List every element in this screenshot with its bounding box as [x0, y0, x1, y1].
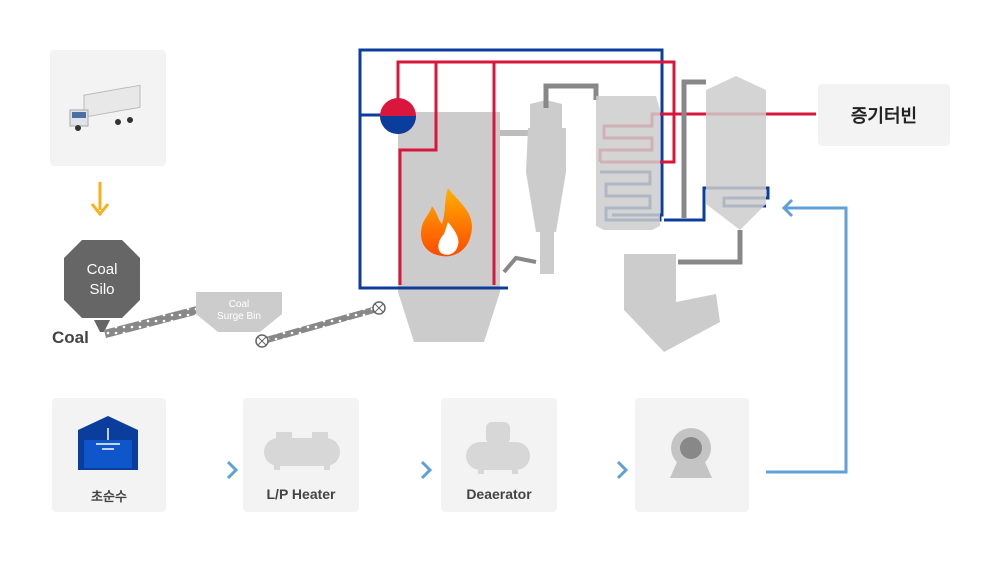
flow-arrow-3 — [566, 460, 629, 480]
cyclone — [500, 83, 599, 274]
valve-icon — [255, 301, 386, 348]
flame-icon — [420, 188, 472, 257]
coal-silo-label-2: Silo — [89, 281, 114, 298]
steam-drum-icon — [380, 98, 416, 134]
water-tank-icon — [78, 416, 138, 470]
flow-arrow-1 — [176, 460, 239, 480]
flow-arrow-2 — [370, 460, 433, 480]
raw-water-label: 초순수 — [91, 490, 127, 505]
surge-bin-label-2: Surge Bin — [217, 311, 261, 322]
conveyor-2 — [262, 306, 378, 344]
deaerator-label: Deaerator — [466, 486, 532, 502]
conveyor-1 — [104, 300, 222, 338]
truck-icon — [69, 84, 141, 131]
feed-water-line — [766, 198, 848, 474]
steam-turbine-label: 증기터빈 — [850, 106, 918, 127]
steam-turbine-box: 증기터빈 — [818, 84, 950, 146]
convection-pass — [596, 96, 660, 230]
deaerator-icon — [466, 422, 530, 474]
lp-heater-label: L/P Heater — [266, 486, 336, 502]
down-arrow-icon — [90, 182, 110, 217]
air-heater — [678, 76, 766, 265]
coal-label: Coal — [52, 328, 89, 347]
pump-icon — [670, 428, 712, 478]
coal-silo-label-1: Coal — [87, 261, 118, 278]
coal-surge-bin: Coal Surge Bin — [196, 292, 282, 332]
lp-heater-icon — [264, 432, 340, 470]
coal-silo: Coal Silo — [64, 240, 140, 332]
surge-bin-label-1: Coal — [229, 299, 250, 310]
ash-hopper — [624, 254, 720, 352]
